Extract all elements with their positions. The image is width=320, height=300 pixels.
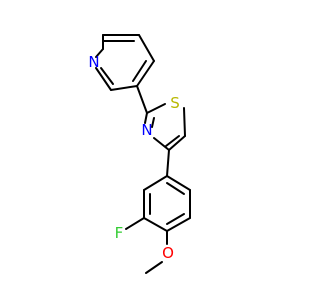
fluorine-label: F [115, 224, 124, 242]
bond [95, 48, 104, 58]
bond [153, 137, 170, 151]
bond [100, 67, 114, 85]
bond [136, 60, 155, 87]
bond [146, 103, 166, 114]
bond [143, 175, 168, 191]
bond [125, 217, 145, 230]
bond [166, 182, 185, 195]
bond [110, 85, 138, 91]
bond [166, 149, 170, 177]
oxygen-label: O [162, 244, 174, 262]
bond [166, 175, 191, 191]
thiazole-sulfur-label: S [170, 94, 180, 112]
bond [138, 34, 155, 62]
molecule-canvas: N S N F O [88, 34, 191, 274]
bond [132, 60, 147, 82]
bond [151, 117, 155, 128]
bond [144, 112, 148, 124]
thiazole-ring [144, 103, 186, 151]
bond [166, 217, 191, 232]
molecule-structure: N S N F O [88, 34, 191, 274]
bond [136, 85, 148, 114]
bond [143, 217, 168, 232]
phenyl-ring [143, 175, 191, 232]
bond [168, 135, 186, 151]
thiazole-nitrogen-label: N [141, 121, 152, 139]
pyridine-nitrogen-label: N [88, 53, 99, 71]
bond [183, 107, 186, 137]
bond [166, 213, 185, 225]
bond [95, 67, 112, 91]
bond [145, 261, 163, 274]
pyridine-ring [95, 34, 155, 91]
bond [165, 135, 180, 147]
